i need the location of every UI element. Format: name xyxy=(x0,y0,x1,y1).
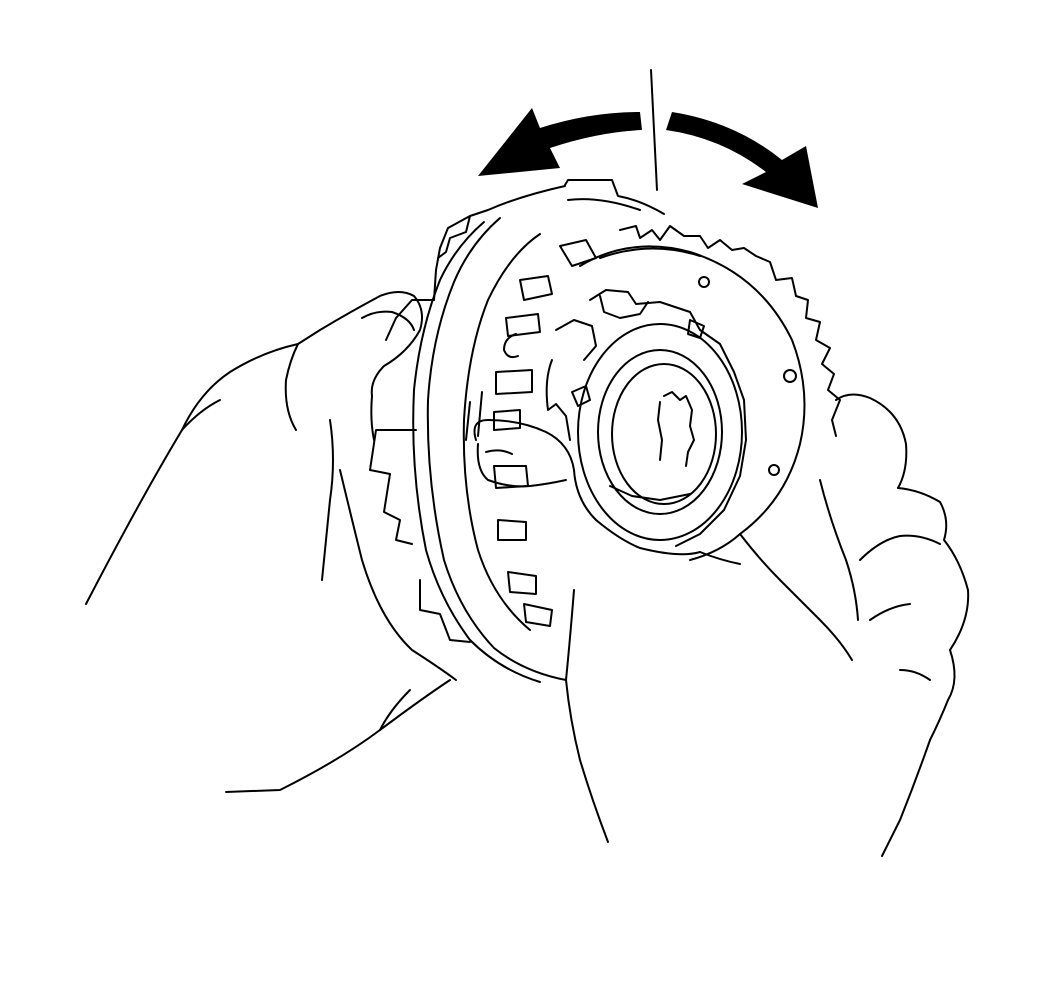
arrow-left xyxy=(478,108,642,176)
clutch-housing-icon xyxy=(369,179,665,683)
right-hand-icon xyxy=(473,393,970,857)
left-hand-icon xyxy=(85,291,457,793)
hub-assembly xyxy=(545,289,747,547)
arrow-right xyxy=(666,112,818,208)
reference-line xyxy=(650,69,658,191)
gear-ring-icon xyxy=(579,225,841,561)
rotation-arrow-icon xyxy=(478,108,818,208)
